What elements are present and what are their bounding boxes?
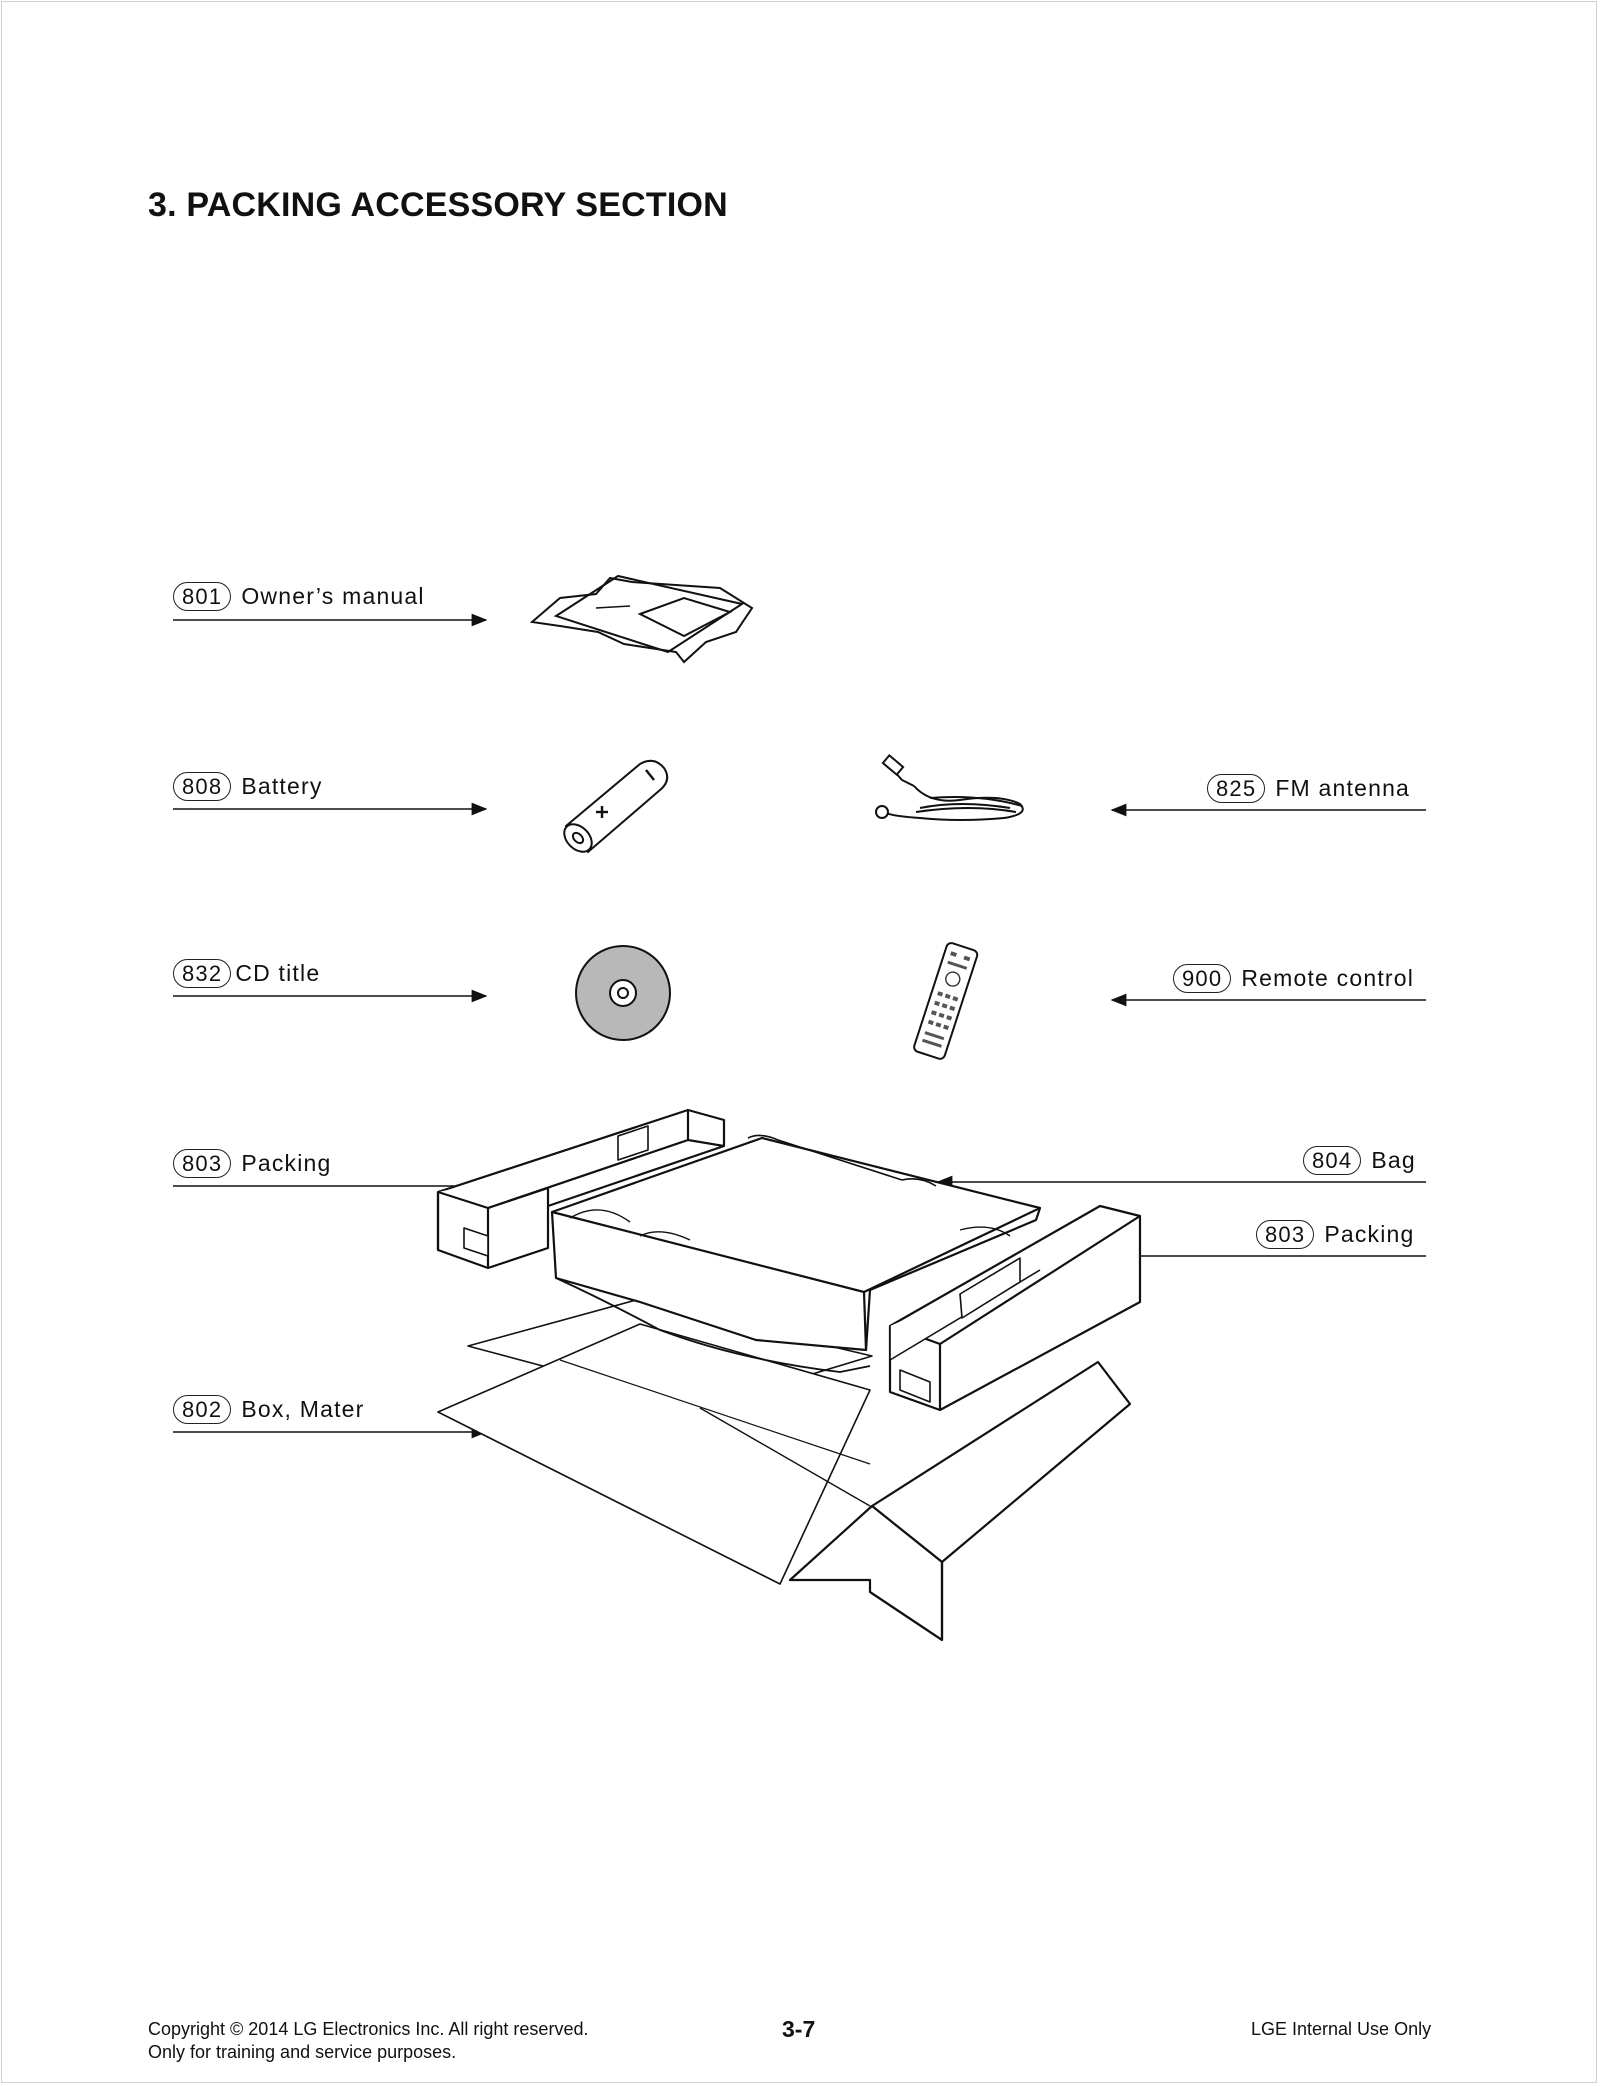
part-name: Battery	[241, 773, 323, 799]
fm-antenna-icon	[875, 753, 1024, 821]
part-label-box-mater: 802 Box, Mater	[173, 1395, 365, 1424]
foam-packing-right-icon	[888, 1204, 1142, 1412]
page-title: 3. PACKING ACCESSORY SECTION	[148, 186, 728, 224]
part-name: Remote control	[1241, 965, 1415, 991]
main-unit-bag-icon	[550, 1134, 1042, 1373]
battery-icon	[563, 759, 669, 854]
footer-copyright-block: Copyright © 2014 LG Electronics Inc. All…	[148, 2018, 588, 2064]
part-name: FM antenna	[1275, 775, 1411, 801]
part-number-badge: 804	[1303, 1146, 1362, 1175]
part-label-packing-right: 803 Packing	[1256, 1220, 1415, 1249]
part-number-badge: 808	[173, 772, 232, 801]
part-label-owners-manual: 801 Owner’s manual	[173, 582, 425, 611]
part-label-bag: 804 Bag	[1303, 1146, 1416, 1175]
part-number-badge: 900	[1173, 964, 1232, 993]
part-name: CD title	[235, 960, 321, 986]
page-number: 3-7	[782, 2016, 816, 2042]
remote-control-icon	[913, 942, 979, 1060]
part-name: Bag	[1371, 1147, 1416, 1173]
footer-internal-use: LGE Internal Use Only	[1251, 2019, 1432, 2039]
part-label-remote-control: 900 Remote control	[1173, 964, 1414, 993]
part-number-badge: 832	[173, 959, 232, 988]
part-name: Box, Mater	[241, 1396, 365, 1422]
part-name: Owner’s manual	[241, 583, 425, 609]
part-name: Packing	[1324, 1221, 1415, 1247]
part-number-badge: 825	[1207, 774, 1266, 803]
part-label-fm-antenna: 825 FM antenna	[1207, 774, 1410, 803]
footer-purpose: Only for training and service purposes.	[148, 2042, 457, 2062]
part-number-badge: 803	[173, 1149, 232, 1178]
owners-manual-icon	[529, 574, 754, 664]
foam-packing-left-icon	[436, 1108, 726, 1270]
part-label-cd-title: 832 CD title	[173, 959, 320, 988]
part-label-packing-left: 803 Packing	[173, 1149, 332, 1178]
part-number-badge: 801	[173, 582, 232, 611]
part-number-badge: 803	[1256, 1220, 1315, 1249]
carton-box-icon	[437, 1299, 1132, 1642]
part-number-badge: 802	[173, 1395, 232, 1424]
footer-copyright: Copyright © 2014 LG Electronics Inc. All…	[148, 2019, 589, 2039]
cd-icon	[575, 945, 671, 1041]
part-name: Packing	[241, 1150, 332, 1176]
part-label-battery: 808 Battery	[173, 772, 323, 801]
